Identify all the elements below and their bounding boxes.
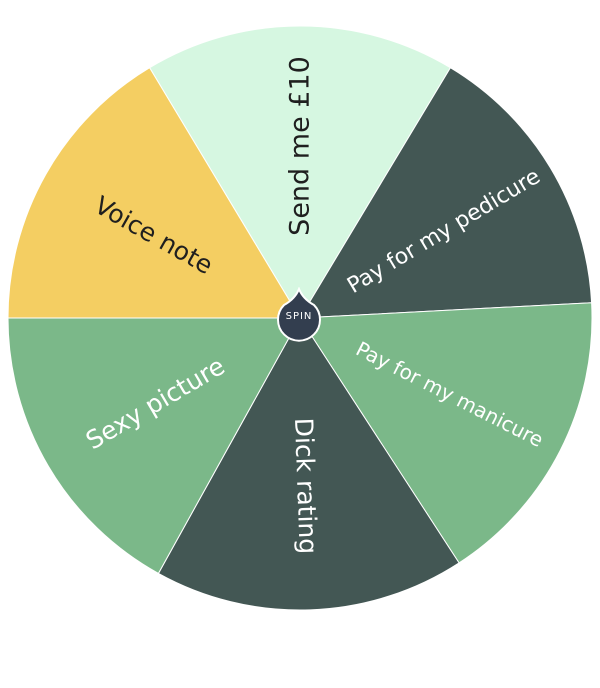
wheel-segment [299,67,593,319]
spin-pointer-icon [277,287,321,342]
wheel-segment [7,67,301,319]
wheel-segment-label: Dick rating [289,417,323,554]
spin-label: SPIN [285,311,313,322]
wheel-segment [299,302,593,564]
spin-button[interactable]: SPIN [270,287,328,349]
wheel-segment-label: Send me £10 [285,56,316,236]
wheel-segment [7,317,301,575]
wheel-segment [148,25,452,319]
wheel-segment [157,317,460,611]
